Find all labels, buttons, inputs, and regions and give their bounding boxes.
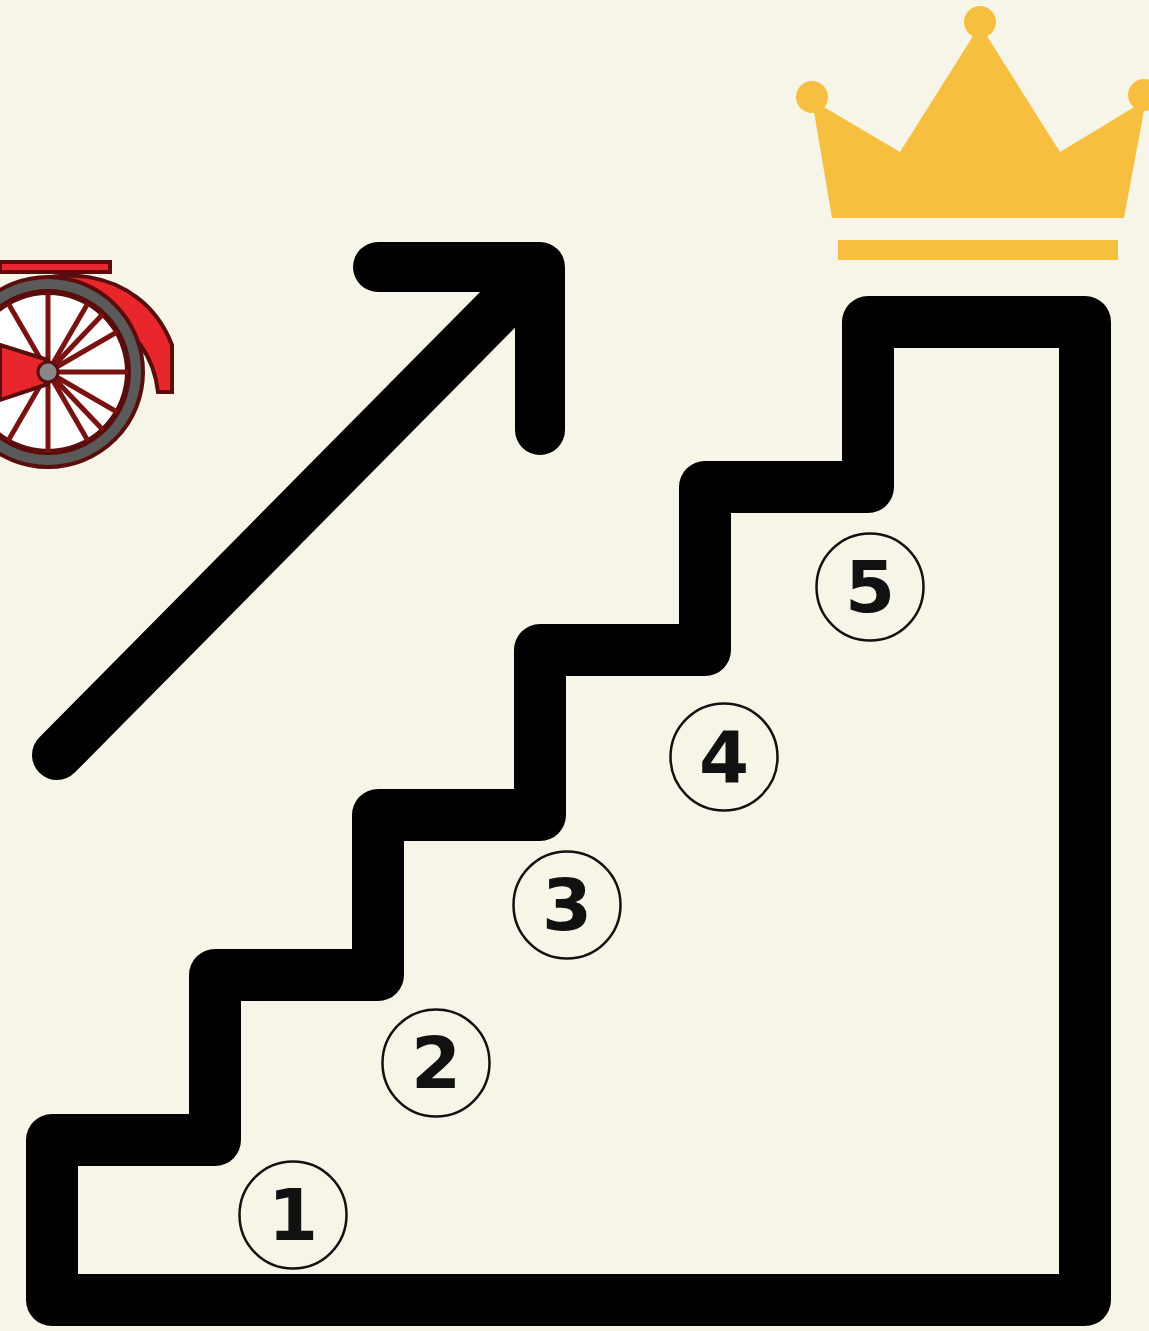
rising-arrow bbox=[57, 267, 540, 755]
circle-shape bbox=[514, 852, 621, 959]
callout-number: 3 bbox=[542, 869, 592, 941]
circle-shape bbox=[383, 1010, 490, 1117]
motorcycle-hub bbox=[38, 362, 58, 382]
motorcycle-rim bbox=[0, 292, 128, 452]
circle-shape bbox=[240, 1162, 347, 1269]
arrow-shaft bbox=[57, 272, 535, 755]
callout-number: 5 bbox=[845, 551, 895, 623]
staircase-outline bbox=[52, 322, 1085, 1300]
callout-number: 4 bbox=[699, 721, 749, 793]
callout-circle: 5 bbox=[815, 532, 925, 642]
callout-circle: 4 bbox=[669, 702, 779, 812]
crown-jewel bbox=[1128, 79, 1149, 111]
crown-body bbox=[812, 25, 1146, 218]
callout-circle: 3 bbox=[512, 850, 622, 960]
crown-band bbox=[838, 240, 1118, 260]
callout-circle: 2 bbox=[381, 1008, 491, 1118]
crown-jewel bbox=[796, 81, 828, 113]
arrow-head bbox=[378, 267, 540, 430]
motorcycle-illustration bbox=[0, 262, 172, 467]
callout-number: 1 bbox=[268, 1179, 318, 1251]
motorcycle-tire bbox=[0, 277, 143, 467]
callout-number: 2 bbox=[411, 1027, 461, 1099]
callout-circle: 1 bbox=[238, 1160, 348, 1270]
crown-icon bbox=[796, 6, 1149, 260]
circle-shape bbox=[671, 704, 778, 811]
motorcycle-rack bbox=[0, 262, 110, 272]
crown-jewel bbox=[964, 6, 996, 38]
circle-shape bbox=[817, 534, 924, 641]
